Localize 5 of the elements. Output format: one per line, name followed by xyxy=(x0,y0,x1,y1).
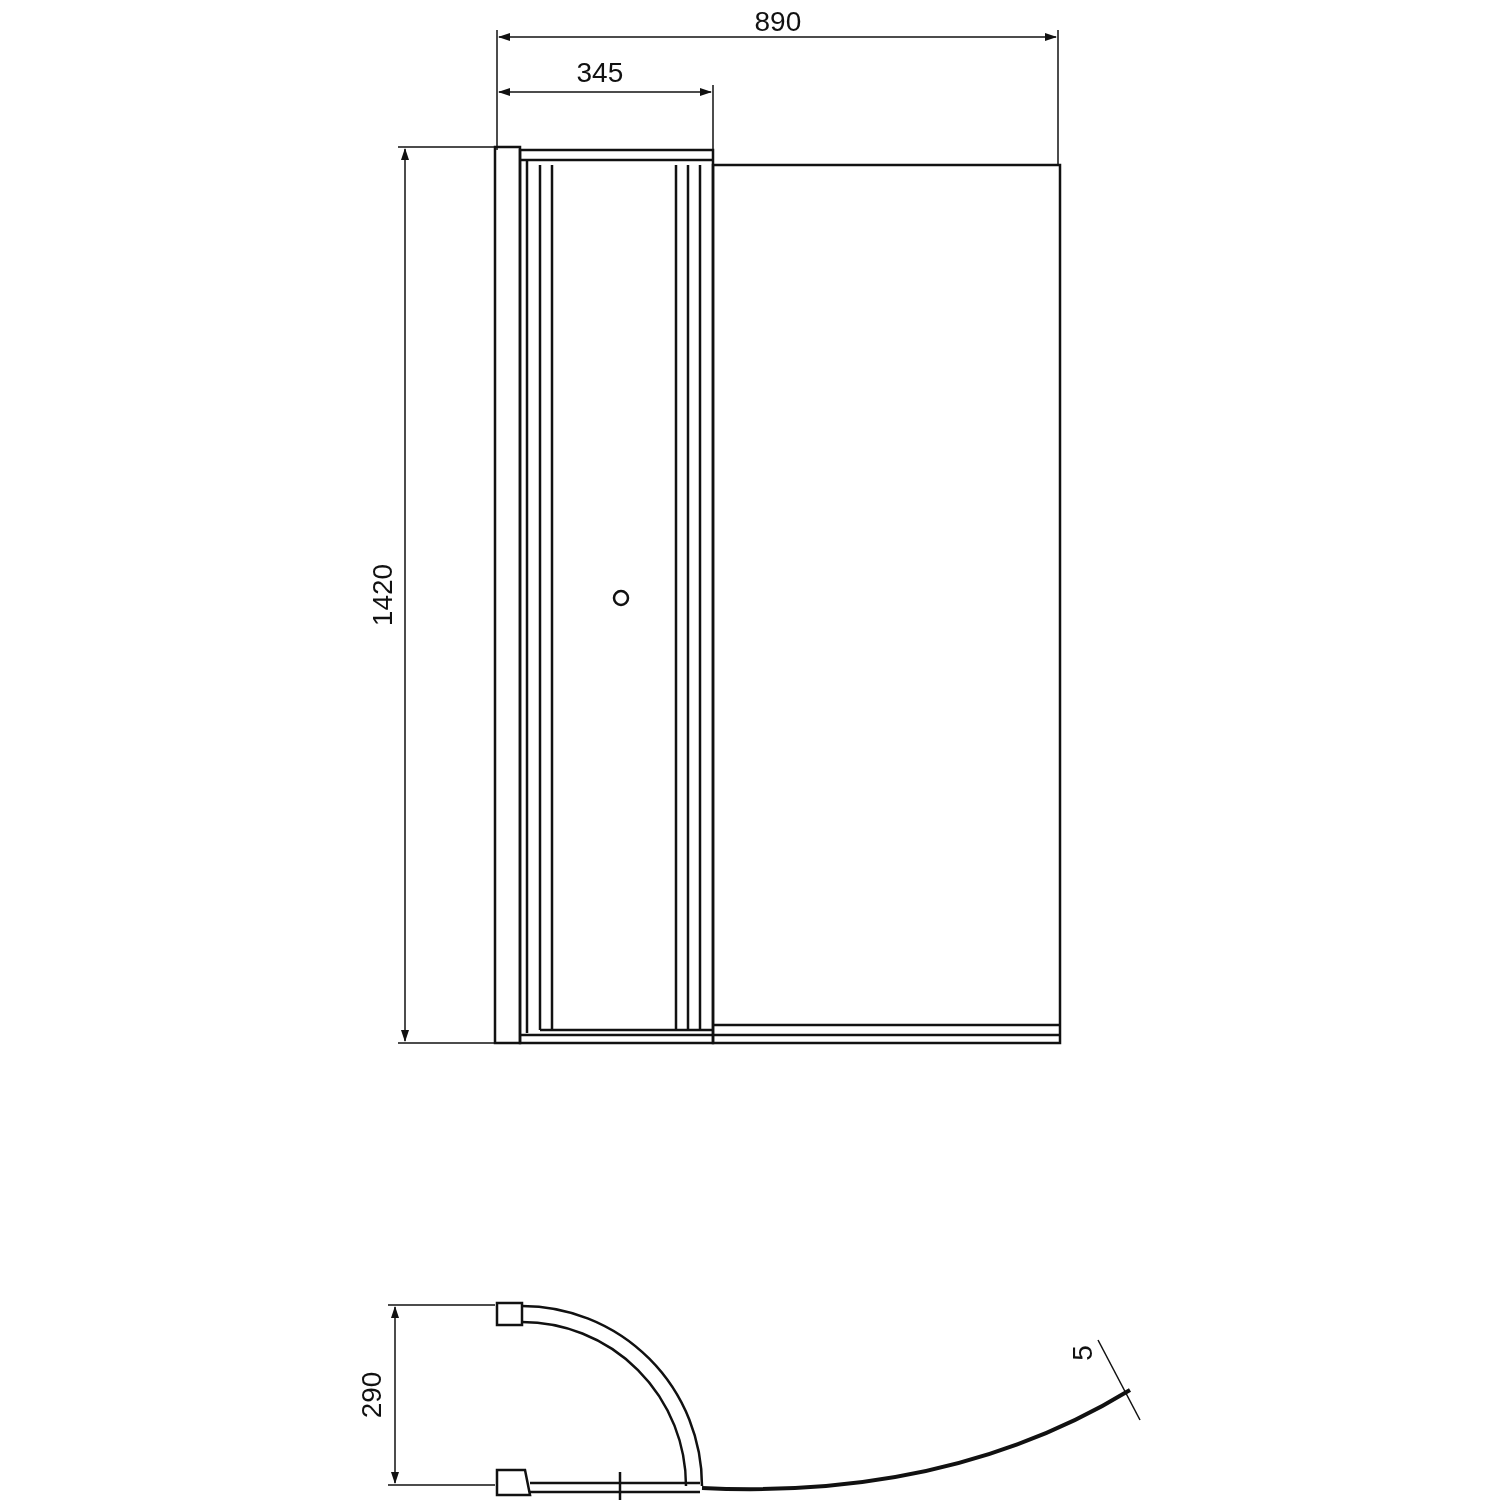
dimension-label: 5 xyxy=(1068,1345,1097,1361)
dimension-label: 290 xyxy=(357,1371,386,1419)
dimension-label: 890 xyxy=(754,8,802,36)
dimension-label: 345 xyxy=(576,59,624,87)
dimension-label: 1420 xyxy=(369,563,398,627)
